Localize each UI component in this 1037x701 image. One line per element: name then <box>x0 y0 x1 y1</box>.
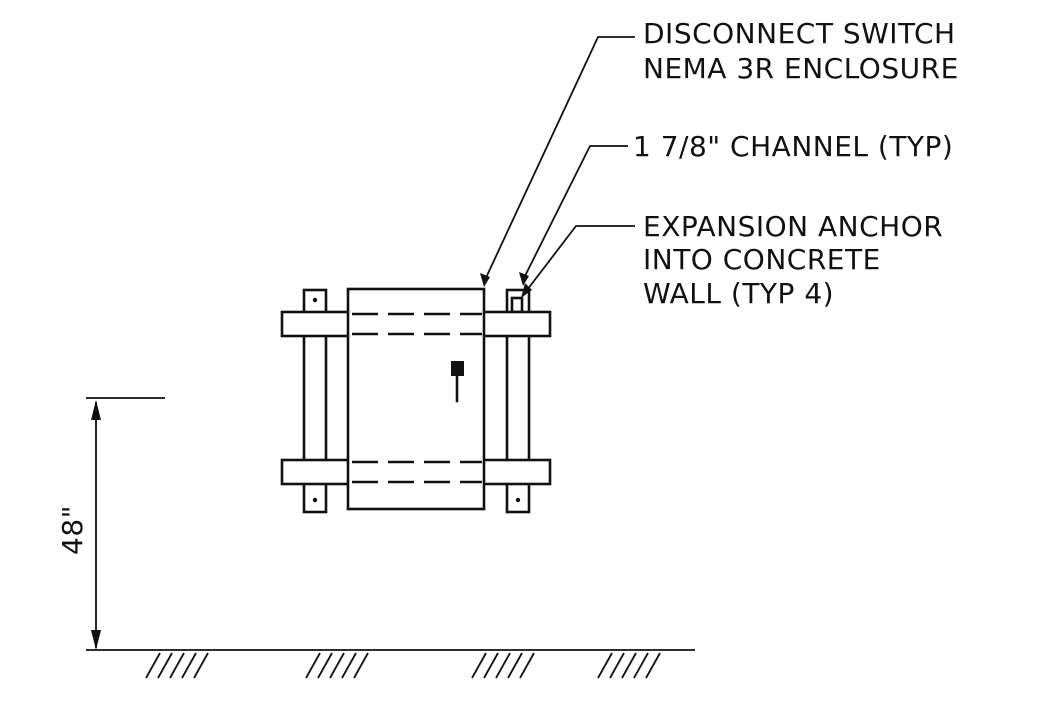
label-anchor-line3: WALL (TYP 4) <box>643 277 834 310</box>
leader-disconnect <box>480 36 635 287</box>
height-dimension-label: 48" <box>56 505 89 555</box>
enclosure-box <box>346 287 486 511</box>
leader-channel <box>519 145 628 286</box>
ground-hatch-stroke <box>483 652 499 679</box>
ground-hatch-stroke <box>193 652 209 679</box>
ground-hatch-stroke <box>341 652 357 679</box>
label-anchor-line2: INTO CONCRETE <box>643 243 881 276</box>
ground-hatch-stroke <box>317 652 333 679</box>
ground-hatch-stroke <box>621 652 637 679</box>
label-disconnect-line1: DISCONNECT SWITCH <box>643 17 956 50</box>
leader-anchor <box>521 225 635 298</box>
ground-hatch-stroke <box>519 652 535 679</box>
ground-hatch-stroke <box>507 652 523 679</box>
left-strut <box>302 288 328 514</box>
ground-hatch-stroke <box>145 652 161 679</box>
label-channel: 1 7/8" CHANNEL (TYP) <box>633 130 953 163</box>
hidden-channel-lines <box>352 312 482 484</box>
ground-hatch-stroke <box>305 652 321 679</box>
ground-hatch-stroke <box>353 652 369 679</box>
label-disconnect-line2: NEMA 3R ENCLOSURE <box>643 52 959 85</box>
ground-line <box>86 649 695 679</box>
ground-hatch-stroke <box>633 652 649 679</box>
label-anchor-line1: EXPANSION ANCHOR <box>643 210 943 243</box>
ground-hatch-stroke <box>495 652 511 679</box>
switch-handle <box>451 361 464 403</box>
ground-hatch-stroke <box>645 652 661 679</box>
ground-hatch-stroke <box>597 652 613 679</box>
ground-hatch-stroke <box>471 652 487 679</box>
ground-hatch-stroke <box>169 652 185 679</box>
height-dimension <box>86 397 165 650</box>
ground-hatch-stroke <box>181 652 197 679</box>
ground-hatch-stroke <box>329 652 345 679</box>
ground-hatch-stroke <box>609 652 625 679</box>
ground-hatch-stroke <box>157 652 173 679</box>
